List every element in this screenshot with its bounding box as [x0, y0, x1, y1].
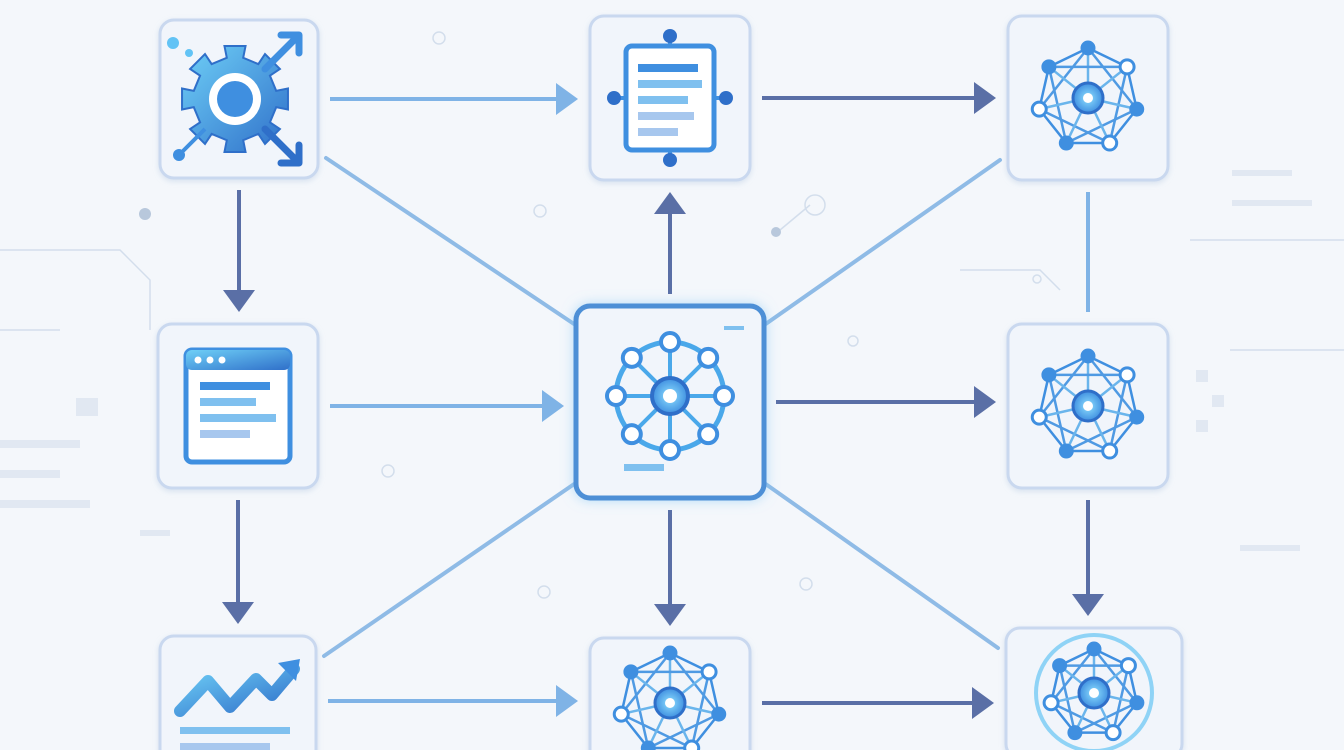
edge-central-hub-to-network-bottom-center — [654, 510, 686, 626]
edge-gear-hub-to-browser-window — [223, 190, 255, 312]
browser-window-icon — [183, 347, 293, 465]
arrowhead — [556, 83, 578, 115]
edge-gear-hub-to-central-hub — [324, 156, 582, 330]
gear-arrows-icon — [167, 31, 303, 167]
edge-network-top-right-to-central-hub — [758, 158, 1002, 330]
network-icon — [1030, 348, 1145, 460]
nodes — [156, 14, 1184, 750]
arrowhead — [974, 82, 996, 114]
edge-network-bottom-center-to-network-bottom-right — [762, 687, 994, 719]
arrowhead — [974, 386, 996, 418]
arrowhead — [222, 602, 254, 624]
hub-network-icon — [605, 326, 744, 471]
edge-network-mid-right-to-network-bottom-right — [1072, 500, 1104, 616]
node-central-hub — [573, 303, 767, 501]
globe-network-icon — [1034, 633, 1154, 750]
edge-trend-chart-to-central-hub — [322, 478, 582, 658]
trend-chart-icon — [174, 659, 300, 750]
connector-line — [758, 478, 1000, 650]
node-gear-hub — [158, 18, 320, 180]
edges — [222, 82, 1104, 719]
edge-browser-window-to-trend-chart — [222, 500, 254, 624]
connector-line — [322, 478, 582, 658]
network-icon — [1030, 40, 1145, 152]
arrowhead — [556, 685, 578, 717]
background-circuit-decor — [0, 31, 1344, 599]
node-trend-chart — [158, 634, 318, 750]
arrowhead — [1072, 594, 1104, 616]
arrowhead — [223, 290, 255, 312]
connector-line — [324, 156, 582, 330]
connector-line — [758, 158, 1002, 330]
edge-network-bottom-right-to-central-hub — [758, 478, 1000, 650]
node-browser-window — [156, 322, 320, 490]
node-network-bottom-center — [588, 636, 752, 750]
arrowhead — [654, 604, 686, 626]
node-network-mid-right — [1006, 322, 1170, 490]
node-document-panel — [588, 14, 752, 182]
edge-central-hub-to-network-mid-right — [776, 386, 996, 418]
arrowhead — [542, 390, 564, 422]
network-icon — [612, 645, 727, 750]
background-data-blocks — [0, 170, 1312, 551]
edge-document-panel-to-network-top-right — [762, 82, 996, 114]
arrowhead — [654, 192, 686, 214]
edge-browser-window-to-central-hub — [330, 390, 564, 422]
edge-trend-chart-to-network-bottom-center — [328, 685, 578, 717]
node-network-bottom-right — [1004, 626, 1184, 750]
arrowhead — [972, 687, 994, 719]
node-network-top-right — [1006, 14, 1170, 182]
edge-gear-hub-to-document-panel — [330, 83, 578, 115]
edge-central-hub-to-document-panel — [654, 192, 686, 294]
document-icon — [607, 29, 733, 167]
